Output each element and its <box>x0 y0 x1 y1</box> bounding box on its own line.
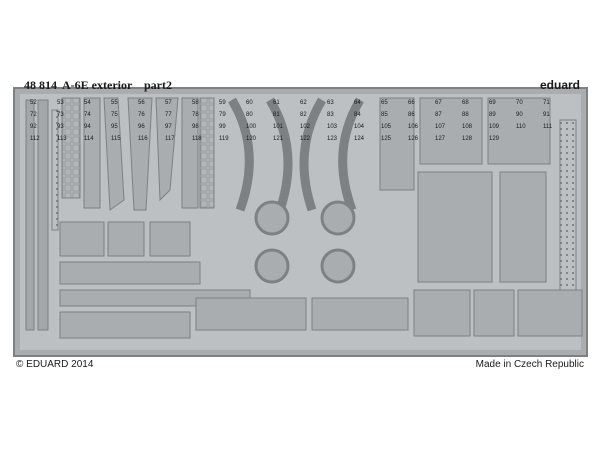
part-number-label: 55 <box>111 100 118 106</box>
part-number-label: 89 <box>489 112 496 118</box>
part-number-label: 57 <box>165 100 172 106</box>
part-number-label: 100 <box>246 124 257 130</box>
part-number-label: 114 <box>84 136 94 142</box>
part-number-label: 110 <box>516 124 526 130</box>
left-strips <box>25 99 59 331</box>
part-number-label: 115 <box>111 136 121 142</box>
part-number-label: 67 <box>435 100 442 106</box>
part-number-label: 102 <box>300 124 311 130</box>
part-number-label: 59 <box>219 100 226 106</box>
part-number-label: 121 <box>273 136 284 142</box>
part-number-label: 97 <box>165 124 172 130</box>
part-number-label: 64 <box>354 100 361 106</box>
part-number-label: 91 <box>543 112 550 118</box>
part-number-label: 117 <box>165 136 175 142</box>
part-number-label: 93 <box>57 124 64 130</box>
part-number-label: 116 <box>138 136 148 142</box>
part-number-label: 98 <box>192 124 199 130</box>
part-number-label: 87 <box>435 112 442 118</box>
part-number-label: 126 <box>408 136 419 142</box>
part-number-label: 62 <box>300 100 307 106</box>
brand-name: eduard <box>539 78 580 92</box>
part-number-label: 107 <box>435 124 446 130</box>
part-number-label: 85 <box>381 112 388 118</box>
part-number-label: 75 <box>111 112 118 118</box>
part-number-label: 101 <box>273 124 284 130</box>
part-number-label: 111 <box>543 124 553 130</box>
part-number-label: 68 <box>462 100 469 106</box>
part-number-label: 52 <box>30 100 37 106</box>
part-number-label: 71 <box>543 100 550 106</box>
part-number-label: 122 <box>300 136 311 142</box>
long-panels <box>61 97 215 211</box>
part-number-label: 74 <box>84 112 91 118</box>
part-number-label: 84 <box>354 112 361 118</box>
part-number-label: 80 <box>246 112 253 118</box>
part-number-label: 78 <box>192 112 199 118</box>
part-number-label: 123 <box>327 136 338 142</box>
part-number-label: 56 <box>138 100 145 106</box>
part-number-label: 60 <box>246 100 253 106</box>
origin-text: Made in Czech Republic <box>475 359 584 370</box>
part-number-label: 70 <box>516 100 523 106</box>
right-panels <box>379 97 577 291</box>
part-number-label: 69 <box>489 100 496 106</box>
part-number-label: 88 <box>462 112 469 118</box>
part-number-label: 79 <box>219 112 226 118</box>
part-number-label: 99 <box>219 124 226 130</box>
part-number-label: 81 <box>273 112 280 118</box>
part-number-label: 120 <box>246 136 257 142</box>
part-number-label: 58 <box>192 100 199 106</box>
part-number-label: 65 <box>381 100 388 106</box>
part-number-label: 73 <box>57 112 64 118</box>
part-number-label: 82 <box>300 112 307 118</box>
copyright-text: © EDUARD 2014 <box>16 359 94 370</box>
part-number-label: 90 <box>516 112 523 118</box>
curved-arcs <box>228 97 364 212</box>
part-number-label: 127 <box>435 136 446 142</box>
part-number-label: 128 <box>462 136 473 142</box>
part-number-label: 61 <box>273 100 280 106</box>
part-number-label: 96 <box>138 124 145 130</box>
part-number-label: 109 <box>489 124 500 130</box>
part-number-label: 66 <box>408 100 415 106</box>
part-number-label: 77 <box>165 112 172 118</box>
part-number-label: 72 <box>30 112 37 118</box>
part-number-label: 94 <box>84 124 91 130</box>
part-number-label: 106 <box>408 124 419 130</box>
part-number-label: 92 <box>30 124 37 130</box>
part-number-label: 119 <box>219 136 229 142</box>
part-number-label: 83 <box>327 112 334 118</box>
part-number-label: 76 <box>138 112 145 118</box>
part-number-label: 86 <box>408 112 415 118</box>
part-number-label: 53 <box>57 100 64 106</box>
part-number-label: 129 <box>489 136 500 142</box>
part-number-label: 103 <box>327 124 338 130</box>
part-number-label: 95 <box>111 124 118 130</box>
bottom-rows <box>59 221 583 339</box>
part-number-label: 118 <box>192 136 202 142</box>
set-number: 48 814 <box>24 78 57 92</box>
part-number-label: 54 <box>84 100 91 106</box>
part-number-label: 112 <box>30 136 40 142</box>
sheet-part: part2 <box>144 78 172 92</box>
sheet-title: A-6E exterior <box>62 78 133 92</box>
part-number-label: 104 <box>354 124 365 130</box>
part-number-label: 113 <box>57 136 67 142</box>
part-number-label: 63 <box>327 100 334 106</box>
part-number-label: 125 <box>381 136 392 142</box>
gear-rings <box>254 200 356 284</box>
part-number-label: 108 <box>462 124 473 130</box>
part-number-label: 124 <box>354 136 365 142</box>
part-number-label: 105 <box>381 124 392 130</box>
